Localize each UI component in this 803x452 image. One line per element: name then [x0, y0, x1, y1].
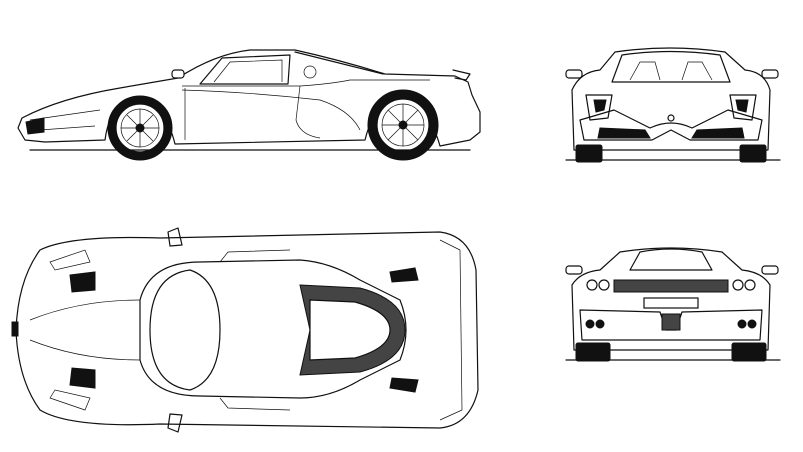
side-view [17, 49, 481, 161]
rear-view [565, 247, 781, 362]
side-rear-wheel [367, 89, 439, 161]
side-front-wheel [107, 95, 173, 161]
front-view [565, 47, 781, 163]
top-view [11, 227, 479, 433]
